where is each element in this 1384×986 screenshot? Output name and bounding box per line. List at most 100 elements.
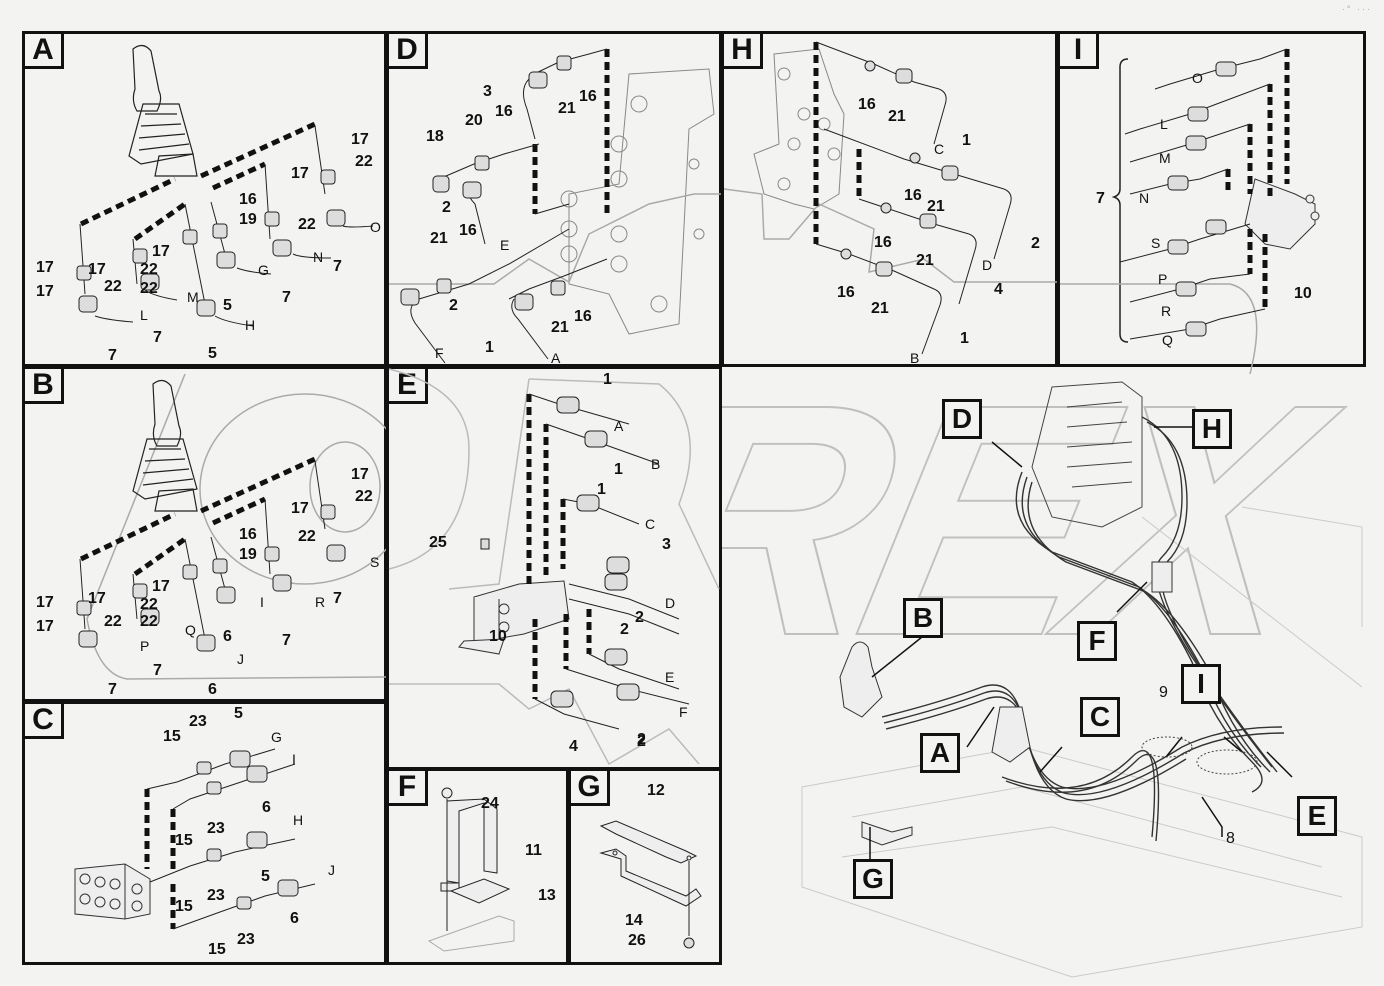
hose-letter: G	[258, 262, 269, 278]
callout: 2	[637, 731, 646, 748]
callout: 7	[108, 347, 117, 364]
callout: 15	[175, 832, 193, 849]
callout: 19	[239, 546, 257, 563]
callout: 5	[223, 297, 232, 314]
overview-label-h[interactable]: H	[1192, 409, 1232, 449]
callout: 8	[1226, 830, 1235, 847]
panel-b-tag: B	[22, 366, 64, 404]
callout: 22	[140, 613, 158, 630]
callout: 15	[175, 898, 193, 915]
callout: 3	[483, 83, 492, 100]
panel-a: A	[22, 31, 387, 367]
hose-letter: S	[1151, 235, 1161, 251]
callout: 7	[333, 258, 342, 275]
callout: 25	[429, 534, 447, 551]
panel-c: C 5 23 15 23 6	[22, 701, 387, 965]
callout: 1	[597, 481, 606, 498]
callout: 3	[662, 536, 671, 553]
callout: 16	[837, 284, 855, 301]
hose-letter: G	[271, 729, 282, 745]
hose-letter: D	[665, 595, 676, 611]
hose-letter: N	[1139, 190, 1150, 206]
panel-h-tag: H	[721, 31, 763, 69]
hose-letter: I	[292, 751, 296, 767]
callout: 5	[261, 868, 270, 885]
callout: 17	[291, 500, 309, 517]
panel-e-tag: E	[386, 366, 428, 404]
callout: 4	[994, 281, 1003, 298]
overview-label-a[interactable]: A	[920, 733, 960, 773]
hose-letter: P	[140, 638, 150, 654]
callout: 7	[153, 329, 162, 346]
hose-letter: H	[293, 812, 304, 828]
callout: 16	[904, 187, 922, 204]
joystick-a-illustration	[76, 44, 374, 327]
hose-letter: Q	[185, 622, 196, 638]
overview-area: D H B F A C I E G 9 8	[722, 367, 1384, 986]
callout: 11	[525, 842, 542, 859]
callout: 17	[152, 578, 170, 595]
overview-label-b[interactable]: B	[903, 598, 943, 638]
callout: 22	[104, 613, 122, 630]
callout: 22	[140, 261, 158, 278]
overview-label-e[interactable]: E	[1297, 796, 1337, 836]
panel-f: F 24 11 13	[386, 768, 569, 965]
hose-letter: O	[1192, 70, 1203, 86]
hose-letter: J	[237, 651, 244, 667]
hose-letter: A	[551, 350, 561, 366]
panel-f-tag: F	[386, 768, 428, 806]
callout: 16	[495, 103, 513, 120]
hose-letter: J	[328, 862, 335, 878]
callout: 23	[207, 820, 225, 837]
callout: 17	[88, 590, 106, 607]
callout: 23	[237, 931, 255, 948]
callout: 20	[465, 112, 483, 129]
callout: 26	[628, 932, 646, 949]
callout: 15	[208, 941, 226, 958]
overview-label-f[interactable]: F	[1077, 621, 1117, 661]
panel-d-tag: D	[386, 31, 428, 69]
callout: 7	[333, 590, 342, 607]
callout: 9	[1159, 684, 1168, 701]
overview-label-c[interactable]: C	[1080, 697, 1120, 737]
hose-letter: I	[260, 594, 264, 610]
manifold-i-illustration	[1060, 48, 1320, 375]
callout: 6	[262, 799, 271, 816]
panel-d: D 3	[386, 31, 725, 367]
callout: 7	[282, 632, 291, 649]
callout: 21	[888, 108, 906, 125]
callout: 14	[625, 912, 643, 929]
hose-letter: C	[645, 516, 656, 532]
hose-letter: A	[614, 418, 624, 434]
joystick-b-illustration	[76, 373, 411, 680]
callout: 22	[104, 278, 122, 295]
callout: 16	[239, 526, 257, 543]
callout: 22	[140, 280, 158, 297]
overview-label-d[interactable]: D	[942, 399, 982, 439]
callout: 2	[1031, 235, 1040, 252]
callout: 17	[88, 261, 106, 278]
hose-letter: D	[982, 257, 993, 273]
callout: 6	[208, 681, 217, 698]
callout: 22	[140, 596, 158, 613]
callout: 22	[355, 488, 373, 505]
hose-letter: R	[315, 594, 326, 610]
callout: 7	[108, 681, 117, 698]
callout: 1	[962, 132, 971, 149]
callout: 21	[927, 198, 945, 215]
hose-letter: S	[370, 554, 380, 570]
callout: 24	[481, 795, 499, 812]
callout: 1	[485, 339, 494, 356]
overview-label-g[interactable]: G	[853, 859, 893, 899]
callout: 16	[579, 88, 597, 105]
callout: 17	[351, 131, 369, 148]
callout: 17	[36, 259, 54, 276]
callout: 21	[551, 319, 569, 336]
overview-label-i[interactable]: I	[1181, 664, 1221, 704]
callout: 23	[189, 713, 207, 730]
callout: 16	[574, 308, 592, 325]
panel-b: B	[22, 366, 411, 702]
callout: 10	[489, 628, 507, 645]
callout: 10	[1294, 285, 1312, 302]
panel-a-tag: A	[22, 31, 64, 69]
